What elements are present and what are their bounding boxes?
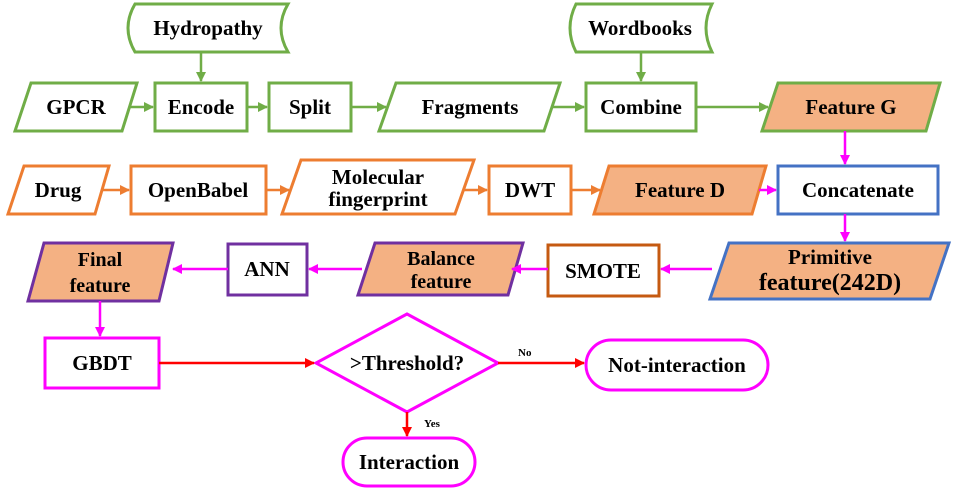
feature-d-label: Feature D — [635, 178, 725, 202]
smote-label: SMOTE — [565, 259, 641, 283]
final-feature-label-line2: feature — [70, 275, 131, 297]
ann-node: ANN — [226, 242, 309, 297]
feature-d-node: Feature D — [591, 164, 768, 216]
openbabel-node: OpenBabel — [129, 164, 268, 216]
fragments-label: Fragments — [422, 95, 519, 119]
concatenate-node: Concatenate — [776, 164, 940, 216]
primitive-feature-node: Primitive feature(242D) — [707, 241, 952, 301]
gpcr-node: GPCR — [12, 81, 140, 133]
feature-g-label: Feature G — [805, 95, 896, 119]
split-node: Split — [267, 81, 353, 133]
gbdt-node: GBDT — [43, 336, 161, 390]
ann-label: ANN — [244, 257, 290, 281]
balance-feature-node: Balance feature — [355, 241, 525, 297]
smote-node: SMOTE — [546, 243, 661, 298]
combine-label: Combine — [600, 95, 682, 119]
edge-label-no: No — [518, 347, 532, 359]
molecular-fingerprint-label-line2: fingerprint — [328, 187, 427, 211]
dwt-label: DWT — [505, 178, 555, 202]
hydropathy-node: Hydropathy — [126, 2, 291, 54]
final-feature-label-line1: Final — [78, 249, 123, 271]
encode-label: Encode — [168, 95, 235, 119]
not-interaction-node: Not-interaction — [584, 338, 770, 392]
threshold-label: >Threshold? — [350, 351, 464, 375]
openbabel-label: OpenBabel — [148, 178, 249, 202]
row2-arrows — [103, 131, 850, 195]
not-interaction-label: Not-interaction — [608, 353, 746, 377]
concatenate-label: Concatenate — [802, 178, 914, 202]
drug-label: Drug — [35, 178, 82, 202]
split-label: Split — [289, 95, 331, 119]
edge-label-yes: Yes — [424, 418, 441, 430]
dwt-node: DWT — [487, 164, 573, 216]
final-feature-node: Final feature — [26, 241, 175, 303]
row1-arrows — [130, 52, 769, 112]
primitive-feature-label-line2: feature(242D) — [759, 270, 901, 296]
row3-arrows — [172, 214, 850, 274]
molecular-fingerprint-label-line1: Molecular — [332, 165, 424, 189]
wordbooks-label: Wordbooks — [588, 16, 692, 40]
wordbooks-node: Wordbooks — [568, 2, 715, 54]
gbdt-label: GBDT — [72, 351, 132, 375]
encode-node: Encode — [153, 81, 249, 133]
combine-node: Combine — [584, 81, 698, 133]
balance-feature-label-line1: Balance — [407, 248, 475, 270]
primitive-feature-label-line1: Primitive — [788, 245, 872, 269]
hydropathy-label: Hydropathy — [153, 16, 263, 40]
interaction-node: Interaction — [341, 436, 477, 488]
gpcr-label: GPCR — [46, 95, 106, 119]
balance-feature-label-line2: feature — [411, 271, 472, 293]
threshold-decision-node: >Threshold? — [312, 312, 502, 414]
drug-node: Drug — [5, 164, 111, 216]
row4-arrows: No Yes — [95, 301, 585, 437]
interaction-label: Interaction — [359, 450, 460, 474]
feature-g-node: Feature G — [759, 81, 942, 133]
fragments-node: Fragments — [376, 81, 563, 133]
molecular-fingerprint-node: Molecular fingerprint — [279, 158, 477, 216]
